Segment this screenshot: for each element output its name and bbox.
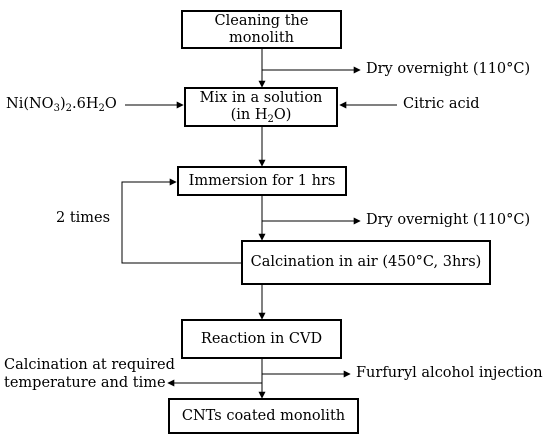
box-immersion: Immersion for 1 hrs bbox=[177, 166, 347, 196]
label-dry-overnight-2: Dry overnight (110°C) bbox=[366, 212, 531, 228]
box-mix-line2: (in H2O) bbox=[230, 107, 292, 125]
label-furfuryl-injection: Furfuryl alcohol injection bbox=[356, 365, 543, 381]
label-repeat-times: 2 times bbox=[56, 210, 111, 226]
arrow-repeat-loop bbox=[121, 178, 241, 264]
box-cnts-text: CNTs coated monolith bbox=[181, 407, 346, 424]
box-calcination-air: Calcination in air (450°C, 3hrs) bbox=[241, 240, 491, 285]
label-calcination-required-line1: Calcination at required bbox=[4, 357, 175, 373]
box-calcination-text: Calcination in air (450°C, 3hrs) bbox=[250, 254, 482, 270]
box-reaction-cvd: Reaction in CVD bbox=[181, 319, 342, 359]
label-dry-overnight-1: Dry overnight (110°C) bbox=[366, 61, 531, 77]
box-cleaning-monolith: Cleaning the monolith bbox=[181, 10, 342, 49]
box-cnts-coated-monolith: CNTs coated monolith bbox=[168, 398, 359, 434]
box-cvd-text: Reaction in CVD bbox=[200, 330, 323, 347]
label-calcination-required-line2: temperature and time bbox=[4, 375, 166, 391]
label-nickel-nitrate: Ni(NO3)2.6H2O bbox=[6, 96, 117, 114]
box-mix-line1: Mix in a solution bbox=[199, 90, 323, 106]
box-cleaning-line2: monolith bbox=[229, 29, 294, 46]
box-cleaning-line1: Cleaning the bbox=[214, 12, 309, 29]
box-mix-solution: Mix in a solution (in H2O) bbox=[184, 87, 338, 127]
label-citric-acid: Citric acid bbox=[403, 96, 480, 112]
box-immersion-text: Immersion for 1 hrs bbox=[188, 172, 336, 189]
